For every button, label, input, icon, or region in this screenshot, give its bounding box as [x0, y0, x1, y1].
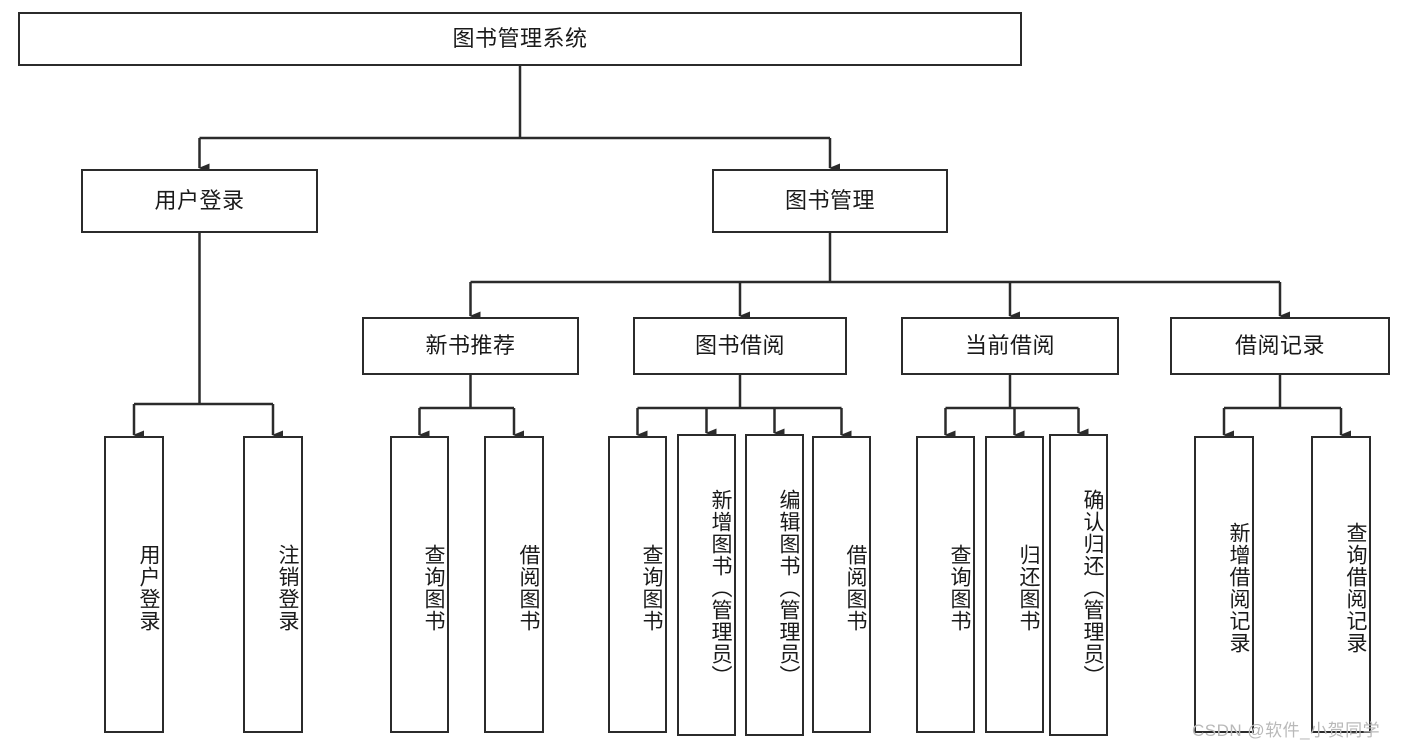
node-label: 图书借阅 [694, 332, 785, 358]
node-l12: 新增借阅记录 [1194, 436, 1254, 733]
node-label: 注销登录 [276, 543, 299, 632]
node-label: 用户登录 [137, 543, 160, 632]
node-label: 确认归还（管理员） [1081, 489, 1104, 687]
node-l4: 借阅图书 [484, 436, 544, 733]
node-l3: 查询图书 [390, 436, 449, 733]
node-label: 新增借阅记录 [1227, 521, 1250, 654]
node-label: 当前借阅 [964, 332, 1055, 358]
node-label: 归还图书 [1017, 543, 1040, 632]
node-l11: 确认归还（管理员） [1049, 434, 1108, 736]
node-l7: 编辑图书（管理员） [745, 434, 804, 736]
node-root: 图书管理系统 [18, 12, 1022, 66]
node-label: 查询图书 [948, 543, 971, 632]
node-label: 新书推荐 [425, 332, 516, 358]
node-login: 用户登录 [81, 169, 318, 233]
csdn-watermark: CSDN @软件_小贺同学 [1192, 721, 1381, 740]
node-label: 借阅图书 [844, 543, 867, 632]
node-label: 新增图书（管理员） [709, 489, 732, 687]
node-label: 编辑图书（管理员） [777, 489, 800, 687]
node-l10: 归还图书 [985, 436, 1044, 733]
node-l6: 新增图书（管理员） [677, 434, 736, 736]
node-borrow: 图书借阅 [633, 317, 847, 375]
node-records: 借阅记录 [1170, 317, 1390, 375]
node-label: 查询图书 [640, 543, 663, 632]
node-l2: 注销登录 [243, 436, 303, 733]
node-bookmgmt: 图书管理 [712, 169, 948, 233]
node-l5: 查询图书 [608, 436, 667, 733]
node-current: 当前借阅 [901, 317, 1119, 375]
node-label: 查询图书 [422, 543, 445, 632]
connector-lines [132, 66, 1351, 440]
node-l1: 用户登录 [104, 436, 164, 733]
node-label: 图书管理系统 [452, 25, 588, 51]
node-l8: 借阅图书 [812, 436, 871, 733]
node-label: 图书管理 [784, 187, 875, 213]
node-newbook: 新书推荐 [362, 317, 579, 375]
node-label: 用户登录 [154, 187, 245, 213]
node-l13: 查询借阅记录 [1311, 436, 1371, 733]
node-label: 借阅记录 [1234, 332, 1325, 358]
node-label: 借阅图书 [517, 543, 540, 632]
node-l9: 查询图书 [916, 436, 975, 733]
node-label: 查询借阅记录 [1344, 521, 1367, 654]
